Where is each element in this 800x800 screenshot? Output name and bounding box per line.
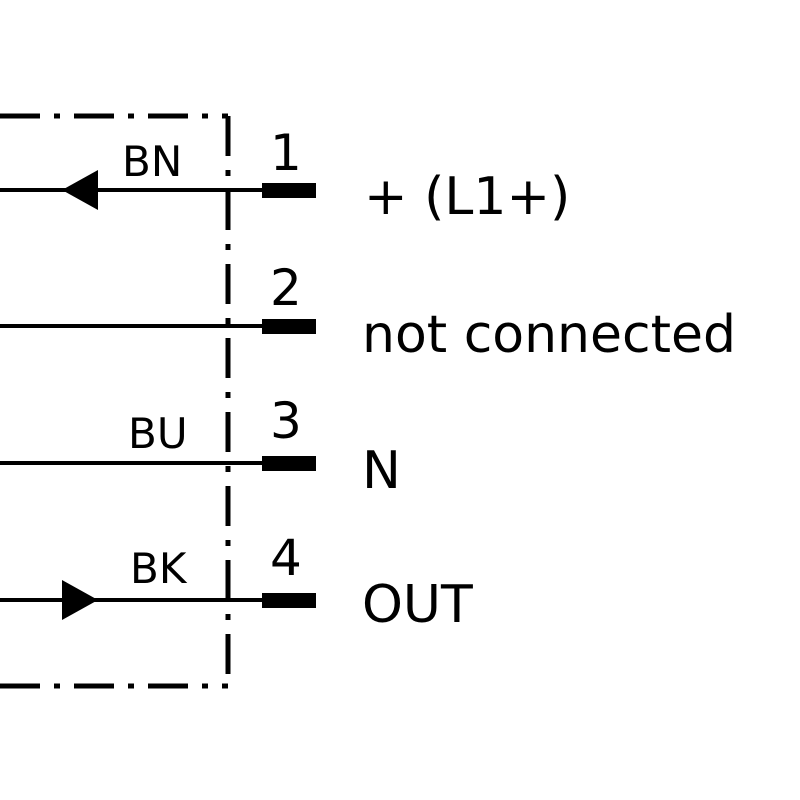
signal-label: not connected [362, 305, 736, 365]
housing-boundary [0, 113, 231, 689]
pin-row-2: 2 not connected [0, 259, 736, 365]
pin-number: 4 [270, 529, 302, 587]
pin-terminal [262, 319, 316, 334]
pin-row-3: BU 3 N [0, 392, 401, 501]
wire-color-label: BN [122, 137, 182, 186]
pin-terminal [262, 183, 316, 198]
pin-terminal [262, 456, 316, 471]
pin-row-1: BN 1 + (L1+) [0, 124, 570, 227]
signal-label: OUT [362, 575, 473, 635]
pin-number: 3 [270, 392, 302, 450]
pin-number: 2 [270, 259, 302, 317]
wire-color-label: BU [128, 409, 188, 458]
pin-terminal [262, 593, 316, 608]
wire-color-label: BK [130, 544, 188, 593]
pin-row-4: BK 4 OUT [0, 529, 473, 635]
arrow-out-icon [62, 580, 98, 620]
pin-number: 1 [270, 124, 302, 182]
arrow-in-icon [62, 170, 98, 210]
signal-label: + (L1+) [364, 167, 570, 227]
signal-label: N [362, 441, 401, 501]
